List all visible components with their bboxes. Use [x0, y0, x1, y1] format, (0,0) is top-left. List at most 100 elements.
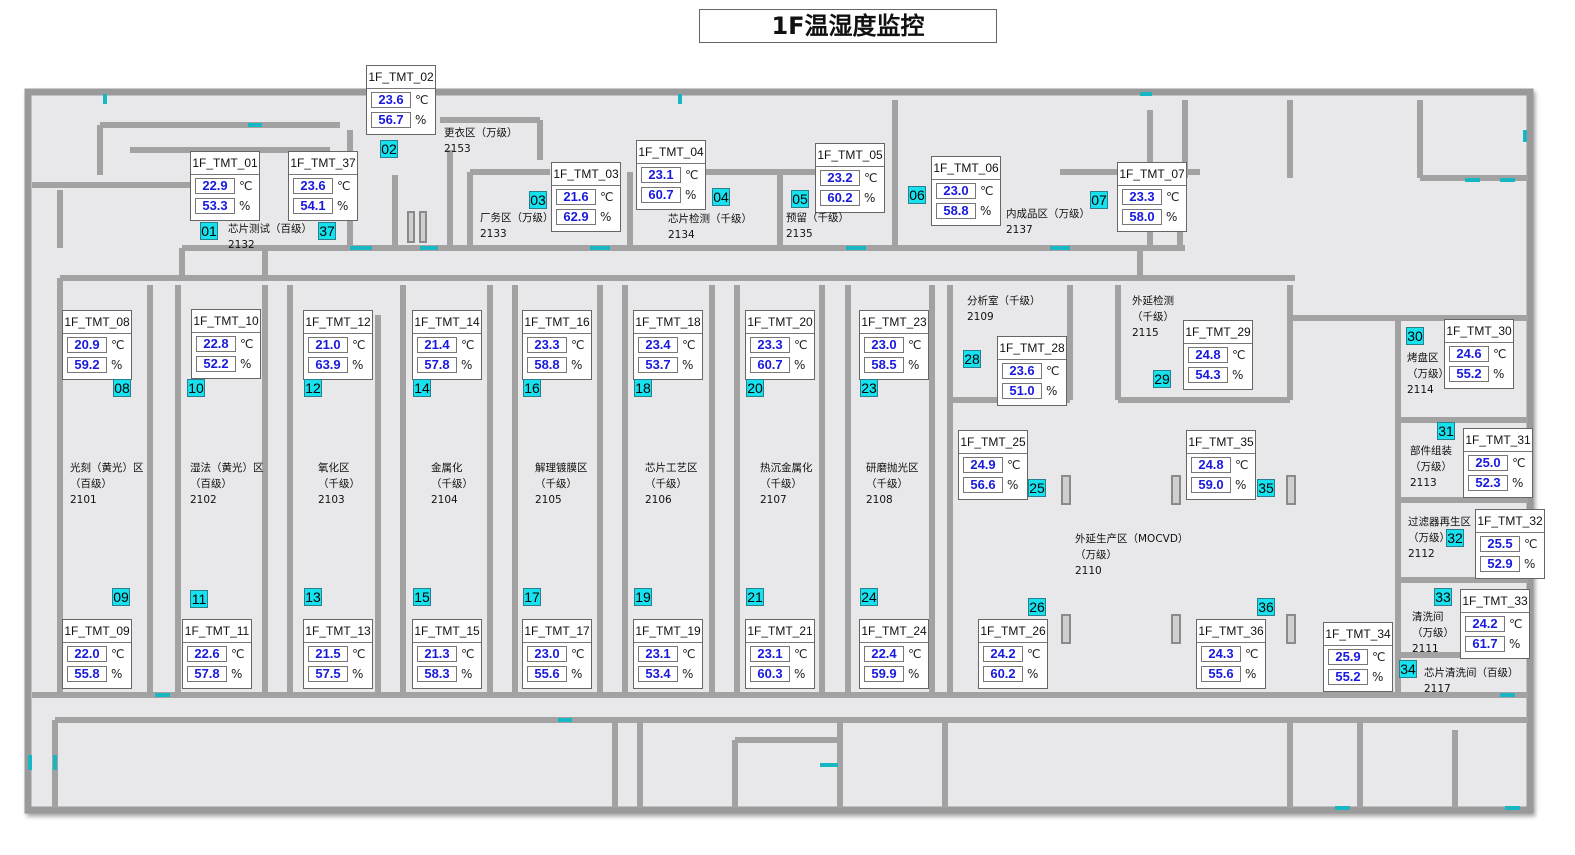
- humidity-unit: %: [864, 191, 876, 205]
- sensor-tag[interactable]: 36: [1257, 598, 1275, 616]
- sensor-tag[interactable]: 26: [1028, 598, 1046, 616]
- sensor-tag[interactable]: 03: [529, 191, 547, 209]
- temperature-unit: ℃: [111, 647, 125, 661]
- humidity-value: 59.2: [67, 357, 107, 373]
- sensor-tag[interactable]: 16: [523, 379, 541, 397]
- temperature-unit: ℃: [337, 179, 351, 193]
- sensor-tag[interactable]: 05: [791, 190, 809, 208]
- sensor-tag[interactable]: 37: [318, 222, 336, 240]
- sensor-tag[interactable]: 18: [634, 379, 652, 397]
- humidity-value: 58.5: [864, 357, 904, 373]
- sensor-tag[interactable]: 07: [1090, 191, 1108, 209]
- humidity-value: 63.9: [308, 357, 348, 373]
- sensor-tag[interactable]: 10: [187, 379, 205, 397]
- room-label-line: 2134: [668, 229, 695, 241]
- sensor-name: 1F_TMT_16: [523, 311, 591, 334]
- room-label-line: 2132: [228, 239, 255, 251]
- sensor-tag[interactable]: 13: [304, 588, 322, 606]
- sensor-tag[interactable]: 19: [634, 588, 652, 606]
- humidity-value: 54.3: [1188, 367, 1228, 383]
- sensor-tag[interactable]: 35: [1257, 479, 1275, 497]
- sensor-tag[interactable]: 15: [413, 588, 431, 606]
- sensor-tag[interactable]: 25: [1028, 479, 1046, 497]
- room-label: 预留（千级）2135: [786, 210, 849, 242]
- sensor-tag[interactable]: 01: [200, 222, 218, 240]
- sensor-tag[interactable]: 32: [1446, 529, 1464, 547]
- humidity-unit: %: [600, 210, 612, 224]
- sensor-tag[interactable]: 04: [712, 188, 730, 206]
- sensor-name: 1F_TMT_15: [413, 620, 481, 643]
- sensor-tag[interactable]: 11: [190, 590, 208, 608]
- sensor-tag[interactable]: 33: [1434, 588, 1452, 606]
- sensor-tag[interactable]: 20: [746, 379, 764, 397]
- temperature-value: 24.8: [1191, 457, 1231, 473]
- temperature-unit: ℃: [239, 179, 253, 193]
- room-label-line: 光刻（黄光）区: [70, 462, 144, 474]
- sensor-tag[interactable]: 30: [1406, 327, 1424, 345]
- humidity-unit: %: [337, 199, 349, 213]
- sensor-tag[interactable]: 06: [908, 186, 926, 204]
- temperature-unit: ℃: [1232, 348, 1246, 362]
- humidity-unit: %: [794, 667, 806, 681]
- sensor-tag[interactable]: 09: [112, 588, 130, 606]
- room-label-line: 分析室（千级）: [967, 295, 1041, 307]
- sensor-tag[interactable]: 02: [380, 140, 398, 158]
- room-label-line: 2106: [645, 494, 672, 506]
- sensor-tag[interactable]: 23: [860, 379, 878, 397]
- sensor-tag[interactable]: 29: [1153, 370, 1171, 388]
- sensor-tag[interactable]: 14: [413, 379, 431, 397]
- sensor-tag[interactable]: 34: [1399, 660, 1417, 678]
- room-label: 内成品区（万级）2137: [1006, 206, 1090, 238]
- sensor-tag[interactable]: 31: [1437, 422, 1455, 440]
- temperature-value: 25.5: [1480, 536, 1520, 552]
- room-label: 更衣区（万级）2153: [444, 125, 518, 157]
- room-label: 分析室（千级）2109: [967, 293, 1041, 325]
- room-label-line: 2108: [866, 494, 893, 506]
- sensor-tag[interactable]: 24: [860, 588, 878, 606]
- sensor-tag[interactable]: 28: [963, 350, 981, 368]
- room-label-line: 芯片测试（百级）: [228, 223, 312, 235]
- sensor-tag[interactable]: 08: [113, 379, 131, 397]
- sensor-tag[interactable]: 21: [746, 588, 764, 606]
- sensor-name: 1F_TMT_05: [816, 144, 884, 167]
- room-label: 过滤器再生区（万级）2112: [1408, 514, 1471, 562]
- sensor-tag[interactable]: 12: [304, 379, 322, 397]
- sensor-tag[interactable]: 17: [523, 588, 541, 606]
- temperature-value: 21.6: [556, 189, 596, 205]
